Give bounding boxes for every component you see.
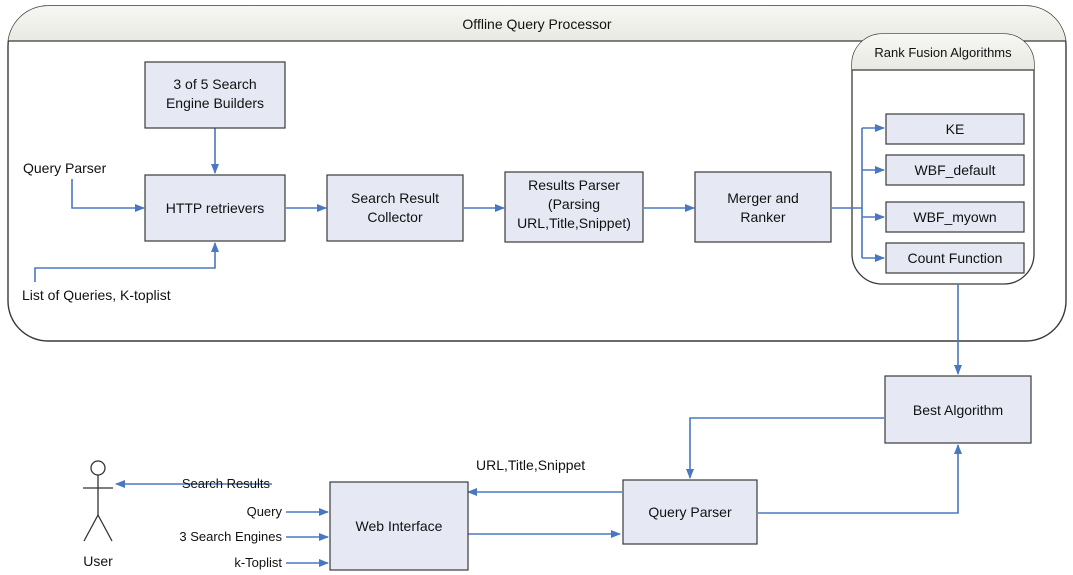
box-wbf-default: WBF_default bbox=[885, 154, 1025, 186]
box-ke-label: KE bbox=[946, 121, 965, 137]
label-search-results: Search Results bbox=[182, 476, 271, 491]
box-count-function: Count Function bbox=[885, 242, 1025, 274]
arrow-query-parser-to-http bbox=[71, 179, 145, 212]
box-search-result-collector: Search Result Collector bbox=[326, 174, 464, 242]
box-wbf-myown: WBF_myown bbox=[885, 201, 1025, 233]
box-ke: KE bbox=[885, 113, 1025, 145]
label-3-search-engines: 3 Search Engines bbox=[179, 529, 282, 544]
box-builders: 3 of 5 Search Engine Builders bbox=[144, 61, 286, 129]
user-icon bbox=[83, 460, 113, 542]
label-user: User bbox=[83, 553, 113, 569]
box-web-interface-label: Web Interface bbox=[356, 518, 443, 534]
label-list-of-queries: List of Queries, K-toplist bbox=[22, 287, 171, 303]
box-wbf-default-label: WBF_default bbox=[915, 162, 996, 178]
box-best-algorithm: Best Algorithm bbox=[884, 375, 1032, 444]
box-best-algorithm-label: Best Algorithm bbox=[913, 402, 1003, 418]
label-query: Query bbox=[247, 504, 283, 519]
arrow-queries-to-http bbox=[34, 242, 219, 282]
box-http-retrievers: HTTP retrievers bbox=[144, 174, 286, 242]
offline-processor-title: Offline Query Processor bbox=[462, 16, 611, 32]
box-merger-line-1: Merger and bbox=[727, 190, 799, 206]
box-count-function-label: Count Function bbox=[908, 250, 1003, 266]
arrow-best-to-query-parser bbox=[686, 417, 884, 479]
box-results-parser-line-1: Results Parser bbox=[528, 177, 620, 193]
label-url-title-snippet: URL,Title,Snippet bbox=[476, 457, 585, 473]
box-results-parser: Results Parser (Parsing URL,Title,Snippe… bbox=[504, 171, 644, 243]
box-http-retrievers-label: HTTP retrievers bbox=[166, 200, 265, 216]
box-web-interface: Web Interface bbox=[329, 481, 469, 571]
box-collector-line-1: Search Result bbox=[351, 190, 439, 206]
label-k-toplist: k-Toplist bbox=[234, 555, 282, 570]
rank-fusion-title: Rank Fusion Algorithms bbox=[874, 45, 1012, 60]
connectors bbox=[34, 124, 962, 567]
box-collector-line-2: Collector bbox=[367, 209, 423, 225]
box-wbf-myown-label: WBF_myown bbox=[913, 209, 996, 225]
box-builders-line-1: 3 of 5 Search bbox=[173, 76, 256, 92]
label-query-parser-input: Query Parser bbox=[23, 160, 107, 176]
box-merger-and-ranker: Merger and Ranker bbox=[694, 171, 832, 243]
box-builders-line-2: Engine Builders bbox=[166, 95, 264, 111]
arrow-query-parser-to-best bbox=[758, 444, 962, 514]
box-query-parser-label: Query Parser bbox=[648, 504, 732, 520]
box-results-parser-line-3: URL,Title,Snippet) bbox=[517, 215, 631, 231]
box-merger-line-2: Ranker bbox=[740, 209, 785, 225]
box-results-parser-line-2: (Parsing bbox=[548, 196, 600, 212]
box-query-parser: Query Parser bbox=[622, 479, 758, 545]
